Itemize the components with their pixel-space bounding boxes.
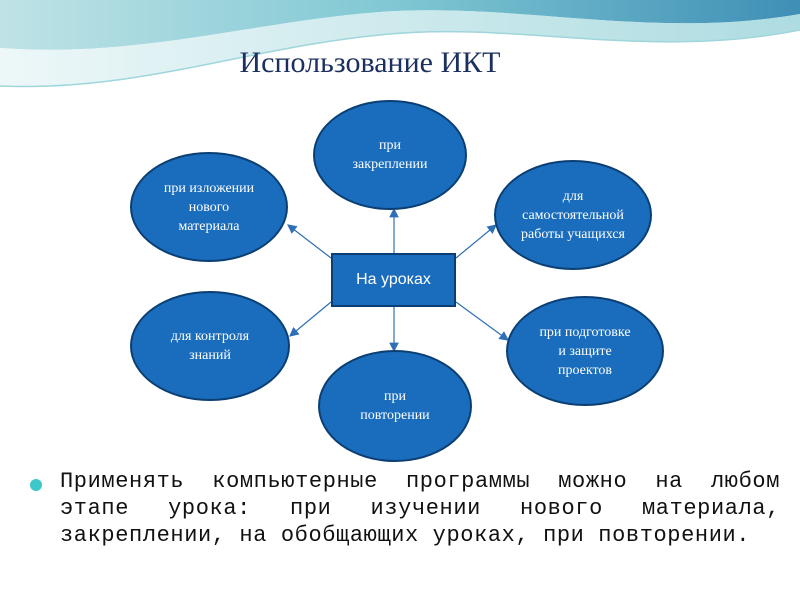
center-box: На уроках — [331, 253, 456, 307]
slide-title: Использование ИКТ — [239, 46, 501, 79]
arrow-to-top-left — [287, 224, 332, 259]
node-top: при закреплении — [313, 100, 467, 210]
arrow-to-top-right — [455, 224, 497, 259]
node-top-right: для самостоятельной работы учащихся — [494, 160, 652, 270]
bullet-item: Применять компьютерные программы можно н… — [30, 468, 780, 549]
node-top-left: при изложении нового материала — [130, 152, 288, 262]
bullet-text: Применять компьютерные программы можно н… — [60, 469, 780, 548]
arrow-to-bottom-left — [289, 301, 332, 337]
header-wave-decoration — [0, 0, 800, 88]
arrow-to-bottom-right — [455, 301, 509, 341]
node-bottom-right: при подготовке и защите проектов — [506, 296, 664, 406]
node-bottom-left: для контроля знаний — [130, 291, 290, 401]
node-bottom: при повторении — [318, 350, 472, 462]
bullet-dot-icon — [30, 479, 42, 491]
